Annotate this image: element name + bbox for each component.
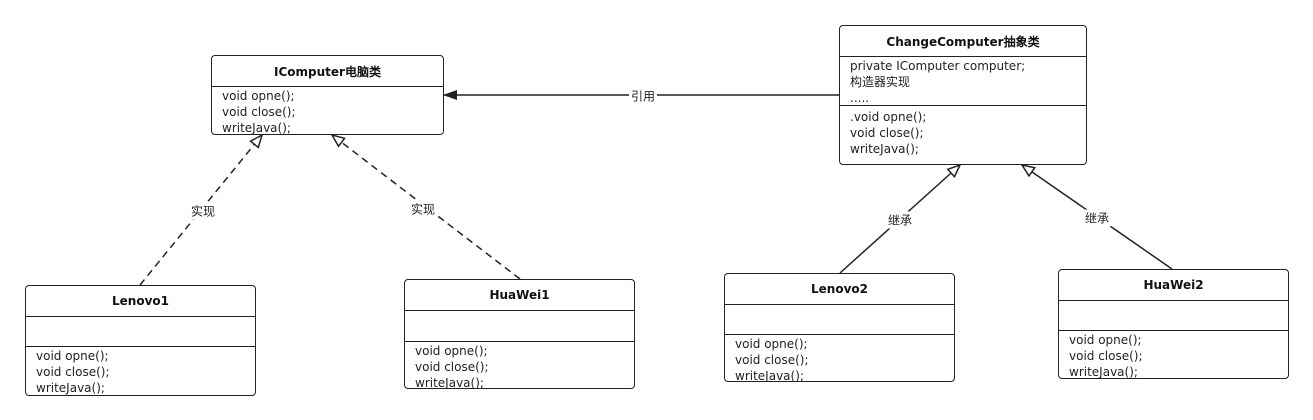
attribute: private IComputer computer; (850, 59, 1026, 73)
class-attributes (725, 305, 954, 335)
method: void opne(); (36, 349, 109, 363)
class-attributes (1059, 301, 1288, 331)
class-title: Lenovo2 (725, 274, 954, 305)
method: void close(); (850, 126, 924, 140)
class-title: HuaWei2 (1059, 270, 1288, 301)
attribute: 构造器实现 (850, 75, 911, 89)
class-methods: void opne(); void close(); writeJava(); (26, 347, 255, 395)
method: writeJava(); (1069, 365, 1138, 379)
method: writeJava(); (850, 142, 919, 156)
method: writeJava(); (222, 121, 291, 135)
class-huawei1[interactable]: HuaWei1 void opne(); void close(); write… (404, 279, 635, 389)
realization-label-1: 实现 (188, 202, 218, 220)
class-lenovo1[interactable]: Lenovo1 void opne(); void close(); write… (25, 285, 256, 396)
class-title: HuaWei1 (405, 280, 634, 311)
method: void opne(); (415, 344, 488, 358)
reference-label: 引用 (628, 87, 658, 105)
method: void close(); (222, 105, 296, 119)
method: void opne(); (1069, 333, 1142, 347)
class-methods: void opne(); void close(); writeJava(); (1059, 331, 1288, 379)
method: writeJava(); (415, 376, 484, 389)
class-attributes (405, 311, 634, 342)
method: .void opne(); (850, 110, 927, 124)
method: writeJava(); (735, 369, 804, 382)
class-icomputer[interactable]: IComputer电脑类 void opne(); void close(); … (211, 55, 444, 135)
class-title: ChangeComputer抽象类 (840, 26, 1086, 57)
inheritance-label-1: 继承 (885, 211, 915, 229)
method: void close(); (1069, 349, 1143, 363)
class-huawei2[interactable]: HuaWei2 void opne(); void close(); write… (1058, 269, 1289, 379)
class-methods: void opne(); void close(); writeJava(); (405, 342, 634, 389)
class-title: Lenovo1 (26, 286, 255, 317)
method: writeJava(); (36, 381, 105, 395)
realization-arrow-huawei1 (332, 135, 521, 280)
class-lenovo2[interactable]: Lenovo2 void opne(); void close(); write… (724, 273, 955, 382)
attribute: ..... (850, 91, 870, 105)
class-attributes: private IComputer computer; 构造器实现 ..... (840, 57, 1086, 106)
class-title: IComputer电脑类 (212, 56, 443, 87)
inheritance-label-2: 继承 (1082, 209, 1112, 227)
method: void close(); (415, 360, 489, 374)
class-methods: .void opne(); void close(); writeJava(); (840, 106, 1086, 158)
method: void close(); (735, 353, 809, 367)
method: void opne(); (735, 337, 808, 351)
class-methods: void opne(); void close(); writeJava(); (212, 87, 443, 135)
method: void close(); (36, 365, 110, 379)
method: void opne(); (222, 89, 295, 103)
class-methods: void opne(); void close(); writeJava(); (725, 335, 954, 382)
class-attributes (26, 317, 255, 347)
realization-label-2: 实现 (408, 200, 438, 218)
class-changecomputer[interactable]: ChangeComputer抽象类 private IComputer comp… (839, 25, 1087, 165)
